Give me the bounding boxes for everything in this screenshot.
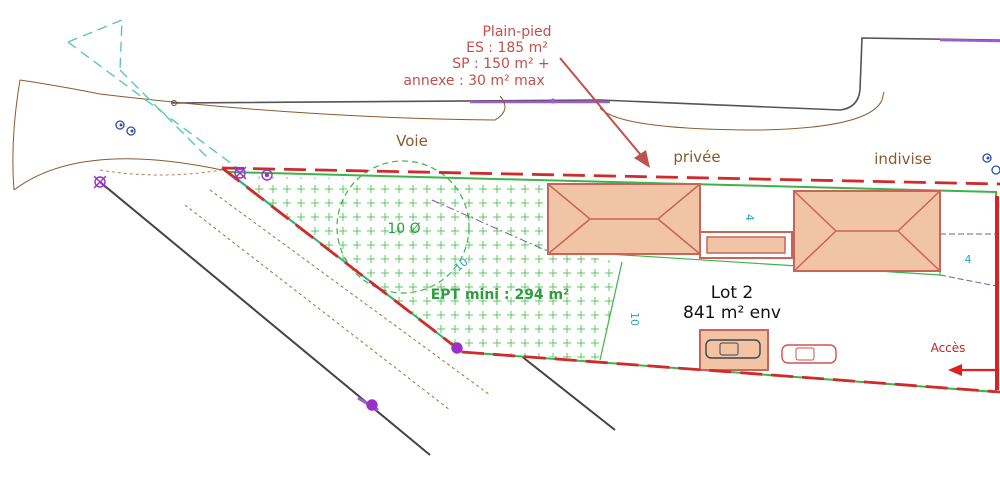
lot-boundary	[221, 166, 1000, 394]
road-node	[550, 98, 556, 104]
tree-label: 10 Ø	[387, 221, 420, 237]
survey-marker	[451, 342, 463, 354]
road-purple-segment-2	[939, 38, 1000, 43]
annotation-line-2: ES : 185 m²	[466, 40, 548, 56]
road-curb-bottom-left	[13, 158, 223, 191]
tree-circle	[336, 160, 470, 294]
parking-space	[699, 329, 769, 371]
street-line-dark-2	[519, 354, 616, 431]
dash-dot-line	[431, 199, 546, 251]
ept-label: EPT mini : 294 m²	[431, 287, 570, 303]
survey-marker	[233, 166, 247, 180]
cyan-dashed-easement	[67, 18, 241, 171]
road-label-voie: Voie	[396, 132, 428, 150]
survey-marker	[261, 169, 273, 181]
setback-line	[599, 261, 623, 361]
setback-label-between: 4	[743, 214, 756, 221]
road-edge-top	[171, 37, 1000, 111]
house-right	[793, 190, 941, 272]
road-node	[171, 100, 177, 106]
street-dotted-2	[209, 189, 491, 396]
road-centerline-dotted	[99, 169, 223, 176]
road-label-indivise: indivise	[874, 150, 931, 168]
house-left	[547, 183, 701, 255]
annotation-line-3: SP : 150 m² +	[452, 56, 550, 72]
annotation-line-4: annexe : 30 m² max	[403, 73, 544, 89]
survey-marker	[93, 175, 107, 189]
survey-marker	[366, 399, 378, 411]
access-label: Accès	[931, 341, 966, 355]
car-outline	[781, 344, 837, 364]
road-curb-left	[12, 79, 21, 191]
lamp-symbol	[115, 120, 136, 136]
dash-dot-line	[939, 274, 997, 287]
green-space-area	[232, 176, 622, 360]
annotation-arrow	[559, 57, 650, 168]
street-dotted-1	[184, 204, 451, 411]
road-label-privee: privée	[673, 148, 720, 166]
setback-label-vert: 10	[628, 312, 641, 326]
annotation-line-1: Plain-pied	[482, 24, 551, 40]
lot-name: Lot 2	[711, 283, 753, 303]
lamp-symbol	[982, 153, 1000, 175]
setback-label-right: 4	[965, 253, 972, 266]
annexe	[699, 231, 793, 259]
lot-area-label: 841 m² env	[683, 303, 781, 323]
access-arrow	[948, 364, 996, 376]
road-curb-top-left	[19, 79, 506, 121]
road-curb-top-right	[599, 91, 885, 131]
